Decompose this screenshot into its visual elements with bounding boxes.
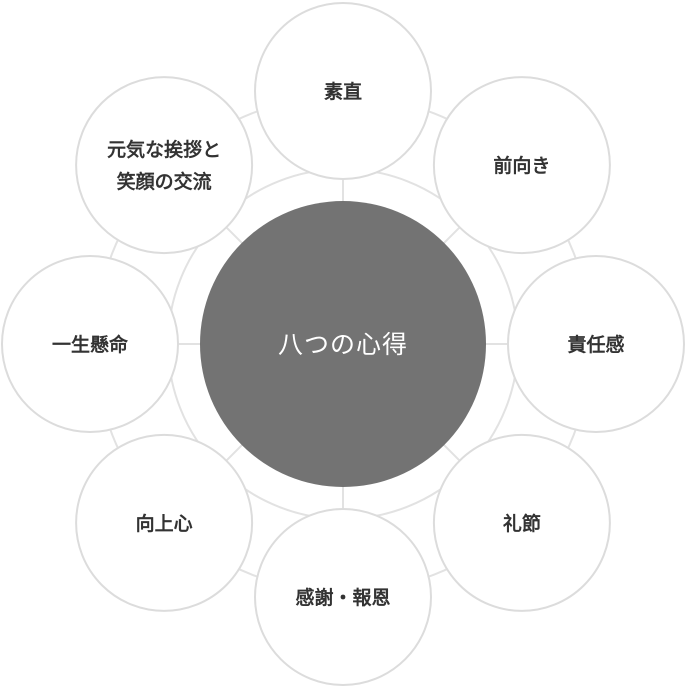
center-circle xyxy=(200,201,486,487)
node-isshokenmei: 一生懸命 xyxy=(1,255,179,433)
node-label: 向上心 xyxy=(136,512,193,535)
node-label: 笑顔の交流 xyxy=(117,170,212,193)
node-circle xyxy=(254,508,432,686)
node-label: 一生懸命 xyxy=(52,333,129,356)
node-circle xyxy=(75,76,254,255)
node-sekininkan: 責任感 xyxy=(507,255,685,433)
node-circle xyxy=(432,433,611,612)
node-label: 前向き xyxy=(493,154,550,177)
node-circle xyxy=(75,433,254,612)
node-label: 元気な挨拶と xyxy=(107,138,221,161)
center-label: 八つの心得 xyxy=(278,330,408,359)
node-sunao: 素直 xyxy=(254,2,432,180)
node-kojoshin: 向上心 xyxy=(75,433,254,612)
node-reisetsu: 礼節 xyxy=(432,433,611,612)
node-label: 感謝・報恩 xyxy=(295,586,390,609)
node-label: 礼節 xyxy=(503,512,541,535)
node-circle xyxy=(432,76,611,255)
node-circle xyxy=(507,255,685,433)
node-circle xyxy=(1,255,179,433)
node-label: 素直 xyxy=(324,80,362,103)
node-maemuki: 前向き xyxy=(432,76,611,255)
node-kansha: 感謝・報恩 xyxy=(254,508,432,686)
center-node: 八つの心得 xyxy=(200,201,486,487)
node-circle xyxy=(254,2,432,180)
node-label: 責任感 xyxy=(567,333,624,356)
